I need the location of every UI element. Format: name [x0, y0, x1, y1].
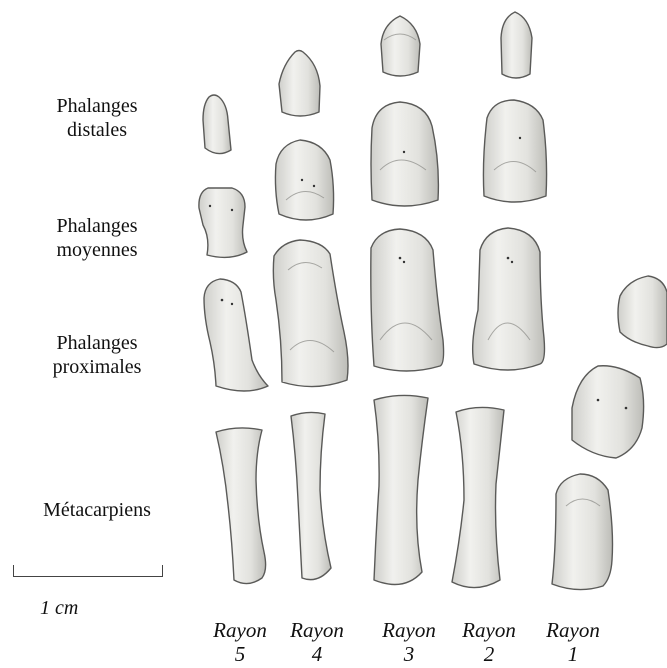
distal-phalanx-ray3 — [381, 16, 420, 76]
ray-label-3: Rayon 3 — [369, 618, 449, 666]
distal-phalanx-ray1 — [618, 276, 667, 348]
metacarpal-ray3 — [374, 395, 428, 584]
distal-phalanx-ray2 — [501, 12, 532, 78]
proximal-phalanx-ray1 — [572, 366, 644, 458]
metacarpal-ray4 — [291, 412, 331, 579]
distal-phalanx-ray5 — [203, 95, 231, 154]
ray-word: Rayon — [449, 618, 529, 642]
ray-number: 3 — [369, 642, 449, 666]
ray-number: 2 — [449, 642, 529, 666]
ray-number: 4 — [277, 642, 357, 666]
ray-label-1: Rayon 1 — [533, 618, 613, 666]
ray-number: 1 — [533, 642, 613, 666]
proximal-phalanx-ray5 — [204, 279, 268, 391]
metacarpal-ray1 — [552, 474, 613, 590]
ray-word: Rayon — [533, 618, 613, 642]
ray-label-5: Rayon 5 — [200, 618, 280, 666]
ray-word: Rayon — [277, 618, 357, 642]
middle-phalanx-ray3 — [371, 102, 438, 206]
proximal-phalanx-ray4 — [273, 240, 348, 387]
middle-phalanx-ray5 — [199, 188, 247, 257]
metacarpal-ray5 — [216, 428, 266, 584]
ray-number: 5 — [200, 642, 280, 666]
bones-illustration — [0, 0, 667, 612]
proximal-phalanx-ray3 — [371, 229, 444, 371]
ray-label-4: Rayon 4 — [277, 618, 357, 666]
ray-word: Rayon — [200, 618, 280, 642]
middle-phalanx-ray4 — [275, 140, 333, 220]
ray-word: Rayon — [369, 618, 449, 642]
proximal-phalanx-ray2 — [473, 228, 545, 370]
distal-phalanx-ray4 — [279, 51, 320, 117]
metacarpal-ray2 — [452, 407, 504, 587]
ray-label-2: Rayon 2 — [449, 618, 529, 666]
middle-phalanx-ray2 — [483, 100, 546, 202]
